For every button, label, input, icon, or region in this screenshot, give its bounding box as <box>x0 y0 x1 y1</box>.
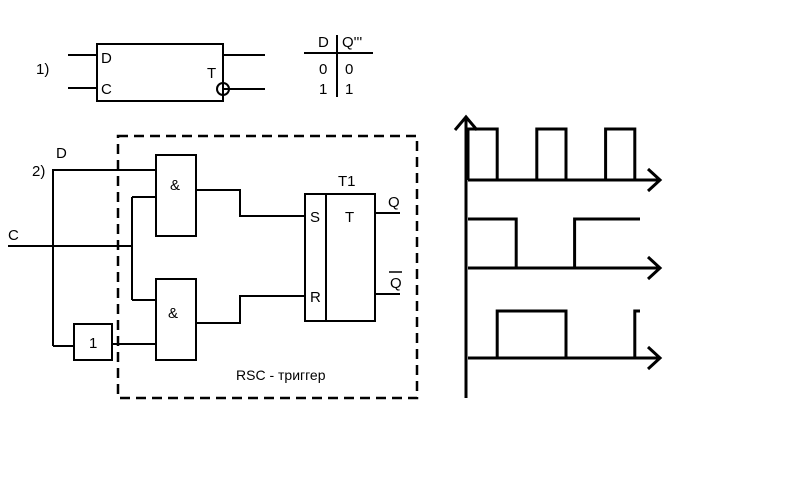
input-d-label: D <box>56 145 67 162</box>
dff-inversion-circle <box>216 82 230 96</box>
trigger-label-s: S <box>310 209 320 226</box>
waveform-c <box>466 127 640 182</box>
trigger-t1-block <box>304 193 376 322</box>
output-q-label: Q <box>388 194 400 211</box>
rsc-trigger-boundary <box>116 134 419 400</box>
input-c-label: C <box>8 227 19 244</box>
and-gate-bottom <box>155 278 197 361</box>
waveform-d <box>468 217 640 270</box>
part1-number: 1) <box>36 61 49 78</box>
timing-baseline-arrow <box>646 255 663 281</box>
truth-table-cell: 0 <box>319 61 327 78</box>
part2-group: 2) D C 1 & & T1 S R T Q <box>8 134 419 400</box>
truth-table-header-q: Q''' <box>342 34 362 51</box>
trigger-label-t: T <box>345 209 354 226</box>
timing-baseline-arrow <box>646 167 663 193</box>
timing-baseline-arrow <box>646 345 663 371</box>
set-wire <box>196 189 305 217</box>
trigger-caption: RSC - триггер <box>236 367 326 383</box>
truth-table-cell: 1 <box>345 81 353 98</box>
trigger-name: T1 <box>338 173 356 190</box>
output-qbar-label: Q <box>390 275 402 292</box>
truth-table-header-d: D <box>318 34 329 51</box>
truth-table-cell: 1 <box>319 81 327 98</box>
dff-block <box>96 43 224 102</box>
part2-number: 2) <box>32 163 45 180</box>
and-gate-top-label: & <box>170 177 180 194</box>
trigger-label-r: R <box>310 289 321 306</box>
dff-label-t: T <box>207 65 216 82</box>
dff-label-d: D <box>101 50 112 67</box>
inverter-gate <box>73 323 113 361</box>
reset-wire <box>196 295 305 324</box>
waveform-q <box>468 309 640 360</box>
inverter-label: 1 <box>89 335 97 352</box>
truth-table-cell: 0 <box>345 61 353 78</box>
and-gate-bottom-label: & <box>168 305 178 322</box>
dff-label-c: C <box>101 81 112 98</box>
input-d-wire <box>52 169 156 346</box>
time-axis-arrow-up <box>453 114 479 131</box>
part1-group: 1) D C T D Q''' 0 0 1 1 <box>36 34 373 102</box>
timing-waveforms <box>466 127 640 360</box>
and-gate-top <box>155 154 197 237</box>
timing-diagram <box>453 114 663 398</box>
